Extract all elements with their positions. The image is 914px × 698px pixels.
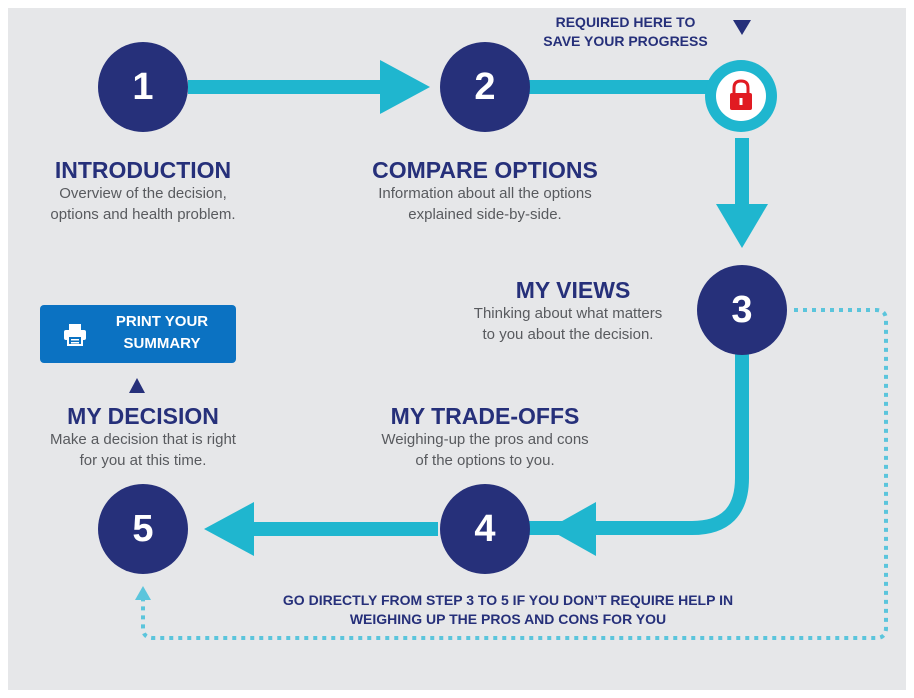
arrow-step1-to-step2 <box>188 80 388 94</box>
step-3-title: MY VIEWS <box>515 277 631 303</box>
step-1-circle <box>98 42 188 132</box>
save-progress-note: REQUIRED HERE TO SAVE YOUR PROGRESS <box>543 14 708 49</box>
step-4-number: 4 <box>474 507 496 550</box>
decision-flow-diagram: 1 2 3 4 5 INTRODUCTION Overview of the d… <box>8 8 906 690</box>
step-3-description: Thinking about what matters to you about… <box>473 305 663 343</box>
step-2-description: Information about all the options explai… <box>378 185 592 223</box>
step-1-description: Overview of the decision, options and he… <box>50 185 236 223</box>
step-1-number: 1 <box>132 65 154 108</box>
arrow-head-step2 <box>380 60 430 114</box>
skip-arrow-head <box>135 586 151 600</box>
step-4-circle <box>440 484 530 574</box>
arrow-step3-to-step4 <box>528 343 749 535</box>
print-summary-button[interactable]: PRINT YOUR SUMMARY <box>40 305 236 363</box>
step-4-title: MY TRADE-OFFS <box>390 403 580 429</box>
step-2-title: COMPARE OPTIONS <box>372 157 598 183</box>
arrow-head-step5 <box>204 502 254 556</box>
step-2-circle <box>440 42 530 132</box>
print-button-pointer <box>129 378 145 393</box>
step-5-title: MY DECISION <box>67 403 219 429</box>
step-5-number: 5 <box>132 507 154 550</box>
step-3-number: 3 <box>731 288 753 331</box>
step-5-description: Make a decision that is right for you at… <box>50 431 236 469</box>
arrow-head-step4 <box>548 502 596 556</box>
step-2-number: 2 <box>474 65 496 108</box>
step-5-circle <box>98 484 188 574</box>
dotted-skip-path <box>141 308 888 640</box>
print-summary-label: PRINT YOUR SUMMARY <box>115 313 209 352</box>
step-1-title: INTRODUCTION <box>54 157 232 183</box>
step-3-circle <box>697 265 787 355</box>
arrow-step2-to-lock <box>528 80 718 94</box>
printer-icon <box>64 324 86 346</box>
arrow-head-step3 <box>716 204 768 248</box>
flow-connectors <box>98 20 888 640</box>
step-4-description: Weighing-up the pros and cons of the opt… <box>381 431 589 469</box>
save-note-pointer <box>733 20 751 35</box>
lock-icon <box>730 79 752 110</box>
skip-step-note: GO DIRECTLY FROM STEP 3 TO 5 IF YOU DON’… <box>282 592 734 627</box>
arrow-step4-to-step5 <box>238 522 438 536</box>
